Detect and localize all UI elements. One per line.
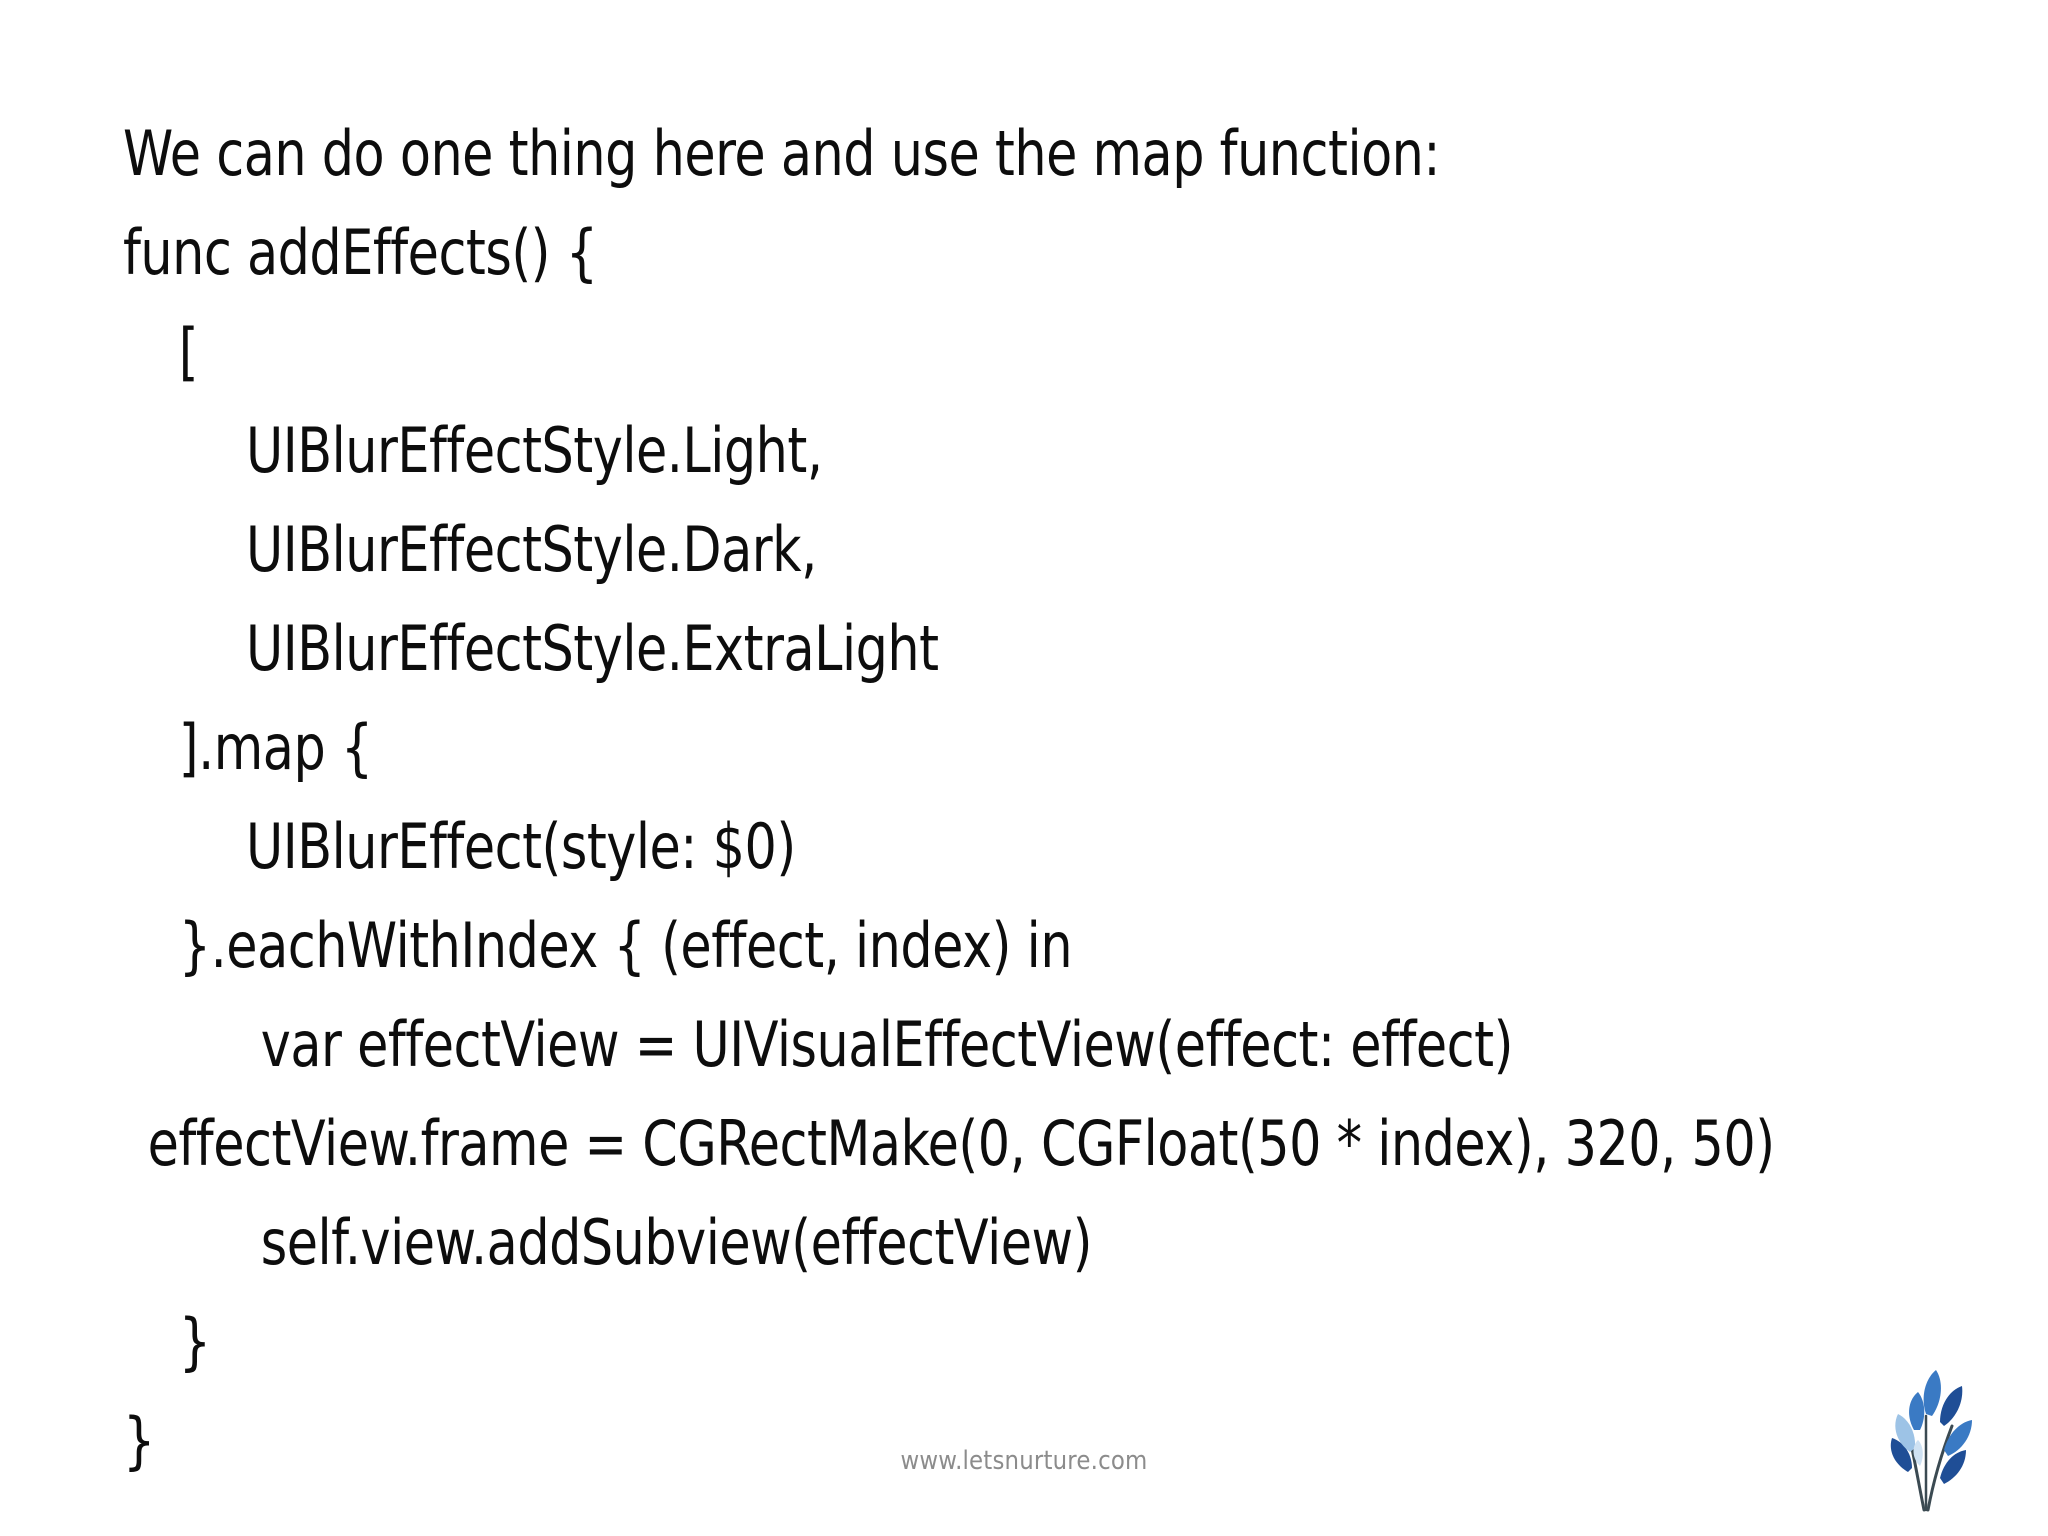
code-line: } bbox=[123, 1404, 155, 1477]
code-line: [ bbox=[178, 315, 199, 388]
code-line: var effectView = UIVisualEffectView(effe… bbox=[260, 1008, 1514, 1081]
slide-body-text: We can do one thing here and use the map… bbox=[0, 104, 2048, 1490]
code-line: } bbox=[178, 1305, 211, 1378]
leaf-logo-icon bbox=[1890, 1370, 1972, 1512]
code-line: UIBlurEffectStyle.Dark, bbox=[246, 513, 817, 586]
code-line: UIBlurEffect(style: $0) bbox=[246, 810, 796, 883]
code-line: }.eachWithIndex { (effect, index) in bbox=[178, 909, 1073, 982]
code-line: effectView.frame = CGRectMake(0, CGFloat… bbox=[147, 1107, 1775, 1180]
code-line: UIBlurEffectStyle.Light, bbox=[246, 414, 823, 487]
code-line: self.view.addSubview(effectView) bbox=[260, 1206, 1093, 1279]
letsnurture-leaf-logo bbox=[1856, 1368, 1996, 1518]
intro-line: We can do one thing here and use the map… bbox=[123, 117, 1441, 190]
code-line: UIBlurEffectStyle.ExtraLight bbox=[246, 612, 939, 685]
code-line: func addEffects() { bbox=[123, 216, 598, 289]
code-line: ].map { bbox=[178, 711, 374, 784]
watermark-url: www.letsnurture.com bbox=[900, 1446, 1148, 1476]
